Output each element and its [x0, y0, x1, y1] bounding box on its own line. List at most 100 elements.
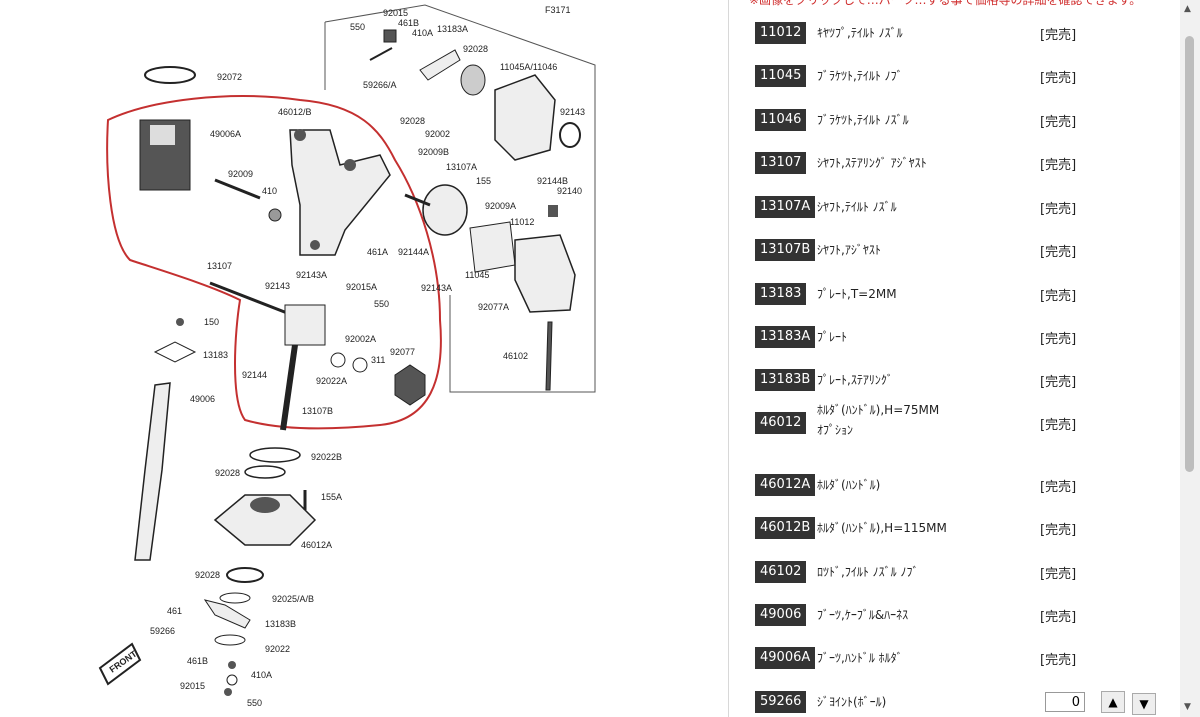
part-code[interactable]: 13107	[755, 152, 807, 174]
callout-label: 13183B	[265, 619, 296, 629]
callout-label: 92009B	[418, 147, 449, 157]
callout-label: 92140	[557, 186, 582, 196]
callout-label: 59266/A	[363, 80, 397, 90]
status-sold-out: [完売]	[1040, 523, 1077, 538]
part-name: ﾎﾙﾀﾞ(ﾊﾝﾄﾞﾙ),H=75MM	[817, 403, 940, 417]
part-name-note: ｵﾌﾟｼｮﾝ	[817, 423, 854, 437]
callout-label: 92022A	[316, 376, 347, 386]
part-code[interactable]: 46102	[755, 561, 807, 583]
callout-label: 92072	[217, 72, 242, 82]
status-sold-out: [完売]	[1040, 245, 1077, 260]
part-code[interactable]: 46012A	[755, 474, 816, 496]
status-sold-out: [完売]	[1040, 332, 1077, 347]
callout-label: 92077A	[478, 302, 509, 312]
front-arrow-icon	[98, 642, 142, 686]
callout-label: 92144	[242, 370, 267, 380]
status-sold-out: [完売]	[1040, 202, 1077, 217]
part-code[interactable]: 13107A	[755, 196, 816, 218]
panel-divider	[728, 0, 729, 717]
quantity-input[interactable]: 0	[1045, 692, 1085, 712]
callout-label: 92015	[180, 681, 205, 691]
part-code[interactable]: 13183A	[755, 326, 816, 348]
status-sold-out: [完売]	[1040, 289, 1077, 304]
part-code[interactable]: 46012	[755, 412, 807, 434]
part-name: ﾌﾞﾗｹﾂﾄ,ﾃｲﾙﾄ ﾉﾌﾞ	[817, 69, 903, 83]
part-code[interactable]: 11045	[755, 65, 807, 87]
vertical-scrollbar[interactable]: ▲ ▼	[1180, 0, 1200, 717]
callout-label: 461A	[367, 247, 388, 257]
status-sold-out: [完売]	[1040, 610, 1077, 625]
callout-label: 155A	[321, 492, 342, 502]
callout-label: 92143A	[296, 270, 327, 280]
status-sold-out: [完売]	[1040, 28, 1077, 43]
callout-label: 59266	[150, 626, 175, 636]
assembly-frame	[324, 4, 596, 393]
callout-label: 550	[374, 299, 389, 309]
status-sold-out: [完売]	[1040, 567, 1077, 582]
callout-label: 11012	[510, 217, 534, 227]
knob-shape	[394, 364, 426, 406]
part-name: ﾎﾙﾀﾞ(ﾊﾝﾄﾞﾙ),H=115MM	[817, 521, 947, 535]
part-name: ｼﾔﾌﾄ,ｽﾃｱﾘﾝｸﾞ ｱｼﾞﾔｽﾄ	[817, 156, 927, 170]
status-sold-out: [完売]	[1040, 480, 1077, 495]
callout-label: 410A	[412, 28, 433, 38]
part-code[interactable]: 13183	[755, 283, 807, 305]
part-name: ﾌﾟﾚｰﾄ,ｽﾃｱﾘﾝｸﾞ	[817, 373, 893, 387]
part-name: ｼﾞﾖｲﾝﾄ(ﾎﾞｰﾙ)	[817, 695, 887, 709]
callout-label: 92077	[390, 347, 415, 357]
callout-label: 92144B	[537, 176, 568, 186]
part-name: ｷﾔﾂﾌﾟ,ﾃｲﾙﾄ ﾉｽﾞﾙ	[817, 26, 903, 40]
callout-label: 92002A	[345, 334, 376, 344]
callout-label: 92028	[400, 116, 425, 126]
nozzle-bracket-shape	[494, 74, 556, 161]
part-code[interactable]: 59266	[755, 691, 807, 713]
callout-label: 46012A	[301, 540, 332, 550]
status-sold-out: [完売]	[1040, 375, 1077, 390]
parts-list-panel: ※画像をクリックして…パーツ…する事で価格等の詳細を確認できます。 11012 ｷ…	[729, 0, 1180, 717]
callout-label: 13107A	[446, 162, 477, 172]
status-sold-out: [完売]	[1040, 158, 1077, 173]
callout-label: 92009	[228, 169, 253, 179]
scroll-up-icon[interactable]: ▲	[1184, 4, 1191, 14]
callout-label: 155	[476, 176, 491, 186]
callout-label: 92015	[383, 8, 408, 18]
status-sold-out: [完売]	[1040, 71, 1077, 86]
part-code[interactable]: 49006	[755, 604, 807, 626]
scroll-thumb[interactable]	[1185, 36, 1194, 472]
callout-label: 46012/B	[278, 107, 312, 117]
part-name: ﾌﾟﾚｰﾄ	[817, 330, 848, 344]
part-code[interactable]: 13183B	[755, 369, 816, 391]
increment-button[interactable]: ▲	[1101, 691, 1125, 713]
callout-label: 11045	[465, 270, 489, 280]
part-code[interactable]: 13107B	[755, 239, 816, 261]
part-code[interactable]: 11012	[755, 22, 807, 44]
part-name: ﾌﾞﾗｹﾂﾄ,ﾃｲﾙﾄ ﾉｽﾞﾙ	[817, 113, 909, 127]
callout-label: 92028	[463, 44, 488, 54]
clamp-ring-shape	[144, 66, 196, 84]
callout-label: 92143A	[421, 283, 452, 293]
part-code[interactable]: 46012B	[755, 517, 816, 539]
callout-label: 550	[350, 22, 365, 32]
highlight-outline	[106, 95, 442, 430]
cable-boot-shape	[134, 382, 171, 561]
callout-label: 92022	[265, 644, 290, 654]
callout-label: 92028	[195, 570, 220, 580]
part-name: ﾛﾂﾄﾞ,ﾌｲﾙﾄ ﾉｽﾞﾙ ﾉﾌﾞ	[817, 565, 919, 579]
callout-label: 92015A	[346, 282, 377, 292]
callout-label: 92002	[425, 129, 450, 139]
callout-label: 461B	[187, 656, 208, 666]
callout-label: 311	[371, 355, 385, 365]
callout-label: 92143	[560, 107, 585, 117]
status-sold-out: [完売]	[1040, 115, 1077, 130]
scroll-down-icon[interactable]: ▼	[1184, 702, 1191, 712]
callout-label: 13183A	[437, 24, 468, 34]
status-sold-out: [完売]	[1040, 653, 1077, 668]
decrement-button[interactable]: ▼	[1132, 693, 1156, 715]
instruction-notice: ※画像をクリックして…パーツ…する事で価格等の詳細を確認できます。	[749, 0, 1142, 7]
part-code[interactable]: 11046	[755, 109, 807, 131]
callout-label: 150	[204, 317, 219, 327]
callout-label: 13107	[207, 261, 232, 271]
part-code[interactable]: 49006A	[755, 647, 816, 669]
lower-holder-shape	[213, 494, 317, 546]
